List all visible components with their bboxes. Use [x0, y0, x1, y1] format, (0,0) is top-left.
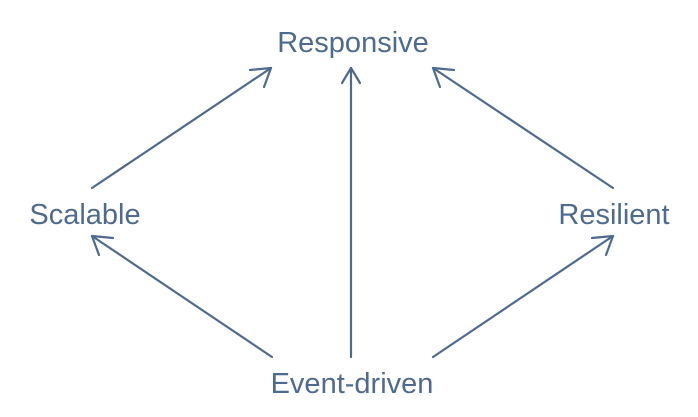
node-event-driven: Event-driven — [271, 368, 434, 400]
edge-scalable-to-responsive — [90, 66, 273, 190]
edge-event-driven-to-resilient — [431, 234, 615, 359]
edge-resilient-to-responsive — [431, 66, 615, 190]
edge-event-driven-to-scalable — [90, 234, 274, 359]
node-resilient: Resilient — [558, 199, 669, 231]
node-responsive: Responsive — [277, 27, 429, 59]
edge-event-driven-to-responsive — [340, 66, 362, 359]
node-scalable: Scalable — [29, 199, 140, 231]
